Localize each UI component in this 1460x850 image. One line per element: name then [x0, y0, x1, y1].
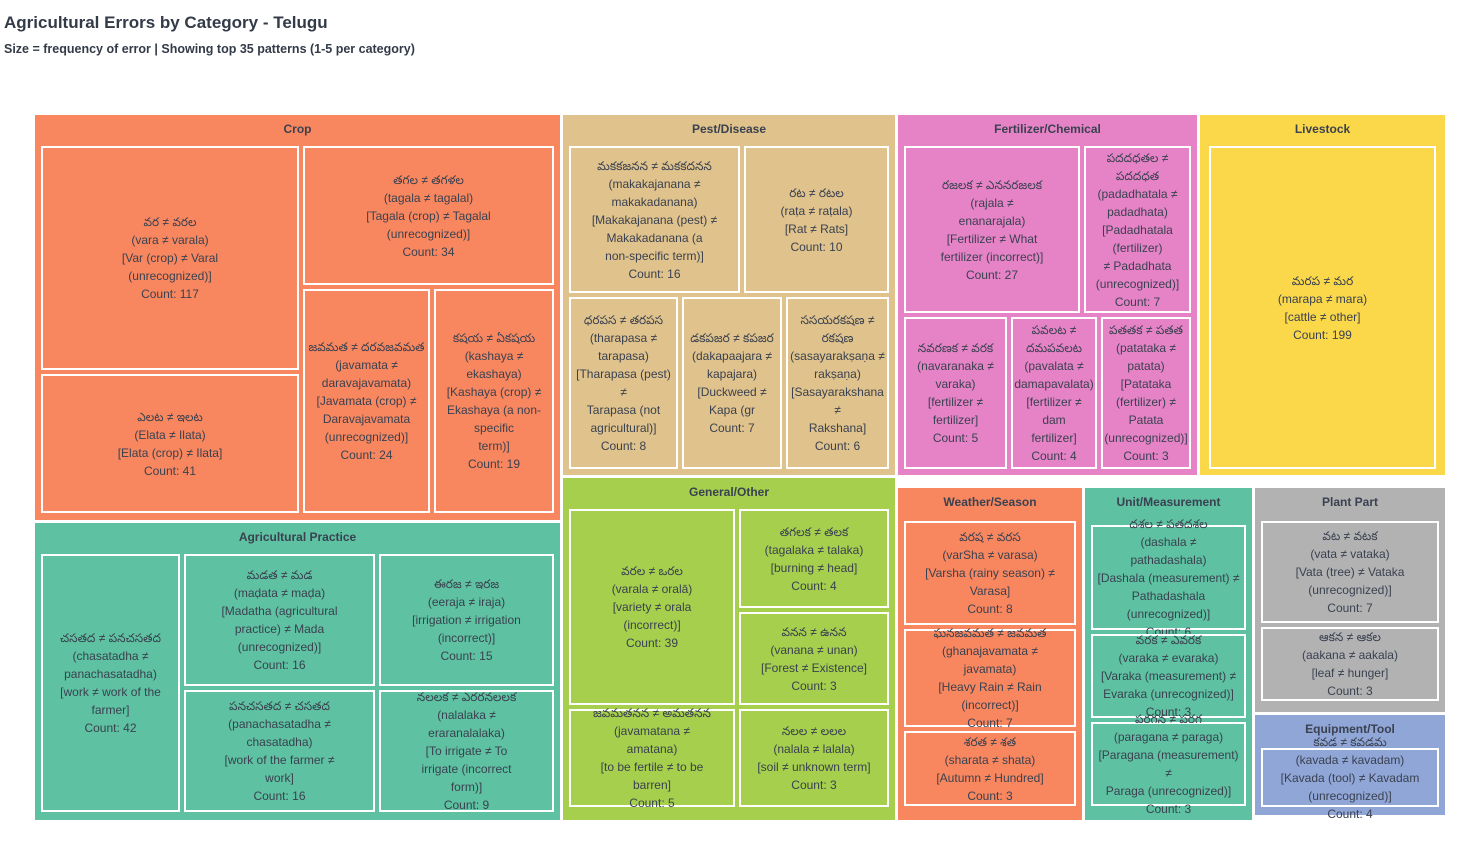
treemap-category-agricultural-practice[interactable]: Agricultural Practice చసతద ≠ పనచసతద (cha… — [35, 523, 560, 820]
tile-agpr-4[interactable]: ఈరజ ≠ ఇరజ (eeraja ≠ iraja) [irrigation ≠… — [379, 554, 554, 686]
category-label-equipment-tool[interactable]: Equipment/Tool — [1305, 722, 1395, 736]
tile-weat-3[interactable]: శరత ≠ శత (sharata ≠ shata) [Autumn ≠ Hun… — [904, 731, 1076, 806]
tile-gen-5[interactable]: నలల ≠ లలల (nalala ≠ lalala) [soil ≠ unkn… — [739, 709, 889, 807]
tile-pest-1[interactable]: మకకజనన ≠ మకకదనన (makakajanana ≠ makakada… — [569, 146, 740, 293]
tile-fert-4[interactable]: పవలట ≠ దమపవలట (pavalata ≠ damapavalata) … — [1011, 317, 1097, 469]
tile-pest-5[interactable]: ససయరకషణ ≠ రకషణ (sasayarakṣaṇa ≠ rakṣaṇa)… — [786, 297, 889, 469]
treemap-category-equipment-tool[interactable]: Equipment/Tool కవడ ≠ కవడమ (kavada ≠ kava… — [1255, 715, 1445, 821]
tile-unit-2[interactable]: వరక ≠ ఎవరక (varaka ≠ evaraka) [Varaka (m… — [1091, 633, 1246, 719]
tile-equip-1[interactable]: కవడ ≠ కవడమ (kavada ≠ kavadam) [Kavada (t… — [1261, 735, 1439, 821]
category-label-general-other[interactable]: General/Other — [688, 485, 770, 499]
category-label-pest-disease[interactable]: Pest/Disease — [691, 122, 767, 136]
tile-gen-1[interactable]: వరల ≠ ఒరల (varala ≠ oralā) [variety ≠ or… — [569, 509, 735, 705]
treemap-category-plant-part[interactable]: Plant Part వట ≠ వటక (vata ≠ vataka) [Vat… — [1255, 488, 1445, 712]
tile-gen-2[interactable]: తగలక ≠ తలక (tagalaka ≠ talaka) [burning … — [739, 509, 889, 608]
tile-agpr-5[interactable]: నలలక ≠ ఎరరనలలక (nalalaka ≠ eraranalalaka… — [379, 690, 554, 812]
category-label-crop[interactable]: Crop — [283, 122, 312, 136]
tile-unit-3[interactable]: పరగన ≠ పరగ (paragana ≠ paraga) [Paragana… — [1091, 712, 1246, 816]
tile-gen-3[interactable]: వనన ≠ ఉనన (vanana ≠ unan) [Forest ≠ Exis… — [739, 612, 889, 705]
tile-weat-1[interactable]: వరష ≠ వరస (varSha ≠ varasa) [Varsha (rai… — [904, 521, 1076, 625]
treemap-category-weather-season[interactable]: Weather/Season వరష ≠ వరస (varSha ≠ varas… — [898, 488, 1082, 820]
tile-pest-4[interactable]: డకపజర ≠ కపజర (dakapaajara ≠ kapajara) [D… — [682, 297, 782, 469]
tile-fert-3[interactable]: నవరణక ≠ వరక (navaranaka ≠ varaka) [ferti… — [904, 317, 1007, 469]
tile-fert-5[interactable]: పతతక ≠ పతత (patataka ≠ patata) [Patataka… — [1101, 317, 1191, 469]
category-label-unit-measurement[interactable]: Unit/Measurement — [1116, 495, 1221, 509]
tile-crop-1[interactable]: వర ≠ వరల (vara ≠ varala) [Var (crop) ≠ V… — [41, 146, 299, 370]
treemap-category-fertilizer-chemical[interactable]: Fertilizer/Chemical రజలక ≠ ఎననరజలక (raja… — [898, 115, 1197, 475]
tile-plant-2[interactable]: ఆకన ≠ ఆకల (aakana ≠ aakala) [leaf ≠ hung… — [1261, 627, 1439, 701]
tile-agpr-1[interactable]: చసతద ≠ పనచసతద (chasatadha ≠ panachasatad… — [41, 554, 180, 812]
tile-crop-2[interactable]: తగల ≠ తగళల (tagala ≠ tagalal) [Tagala (c… — [303, 146, 554, 285]
chart-title: Agricultural Errors by Category - Telugu — [4, 13, 328, 32]
treemap-category-livestock[interactable]: Livestock మరప ≠ మర (marapa ≠ mara) [catt… — [1200, 115, 1445, 475]
tile-fert-2[interactable]: పదదధతల ≠ పదదధత (padadhatala ≠ padadhata)… — [1084, 146, 1191, 313]
tile-gen-4[interactable]: జవమతనన ≠ అమతనన (javamatana ≠ amatana) [t… — [569, 706, 735, 810]
tile-weat-2[interactable]: ఘనజవమత ≠ జవమత (ghanajavamata ≠ javamata)… — [904, 626, 1076, 730]
chart-subtitle: Size = frequency of error | Showing top … — [4, 42, 415, 56]
tile-agpr-3[interactable]: పనచసతద ≠ చసతద (panachasatadha ≠ chasatad… — [184, 690, 375, 812]
category-label-fertilizer-chemical[interactable]: Fertilizer/Chemical — [994, 122, 1101, 136]
tile-pest-2[interactable]: రట ≠ రటల (raṭa ≠ raṭala) [Rat ≠ Rats] Co… — [744, 146, 889, 293]
tile-plant-1[interactable]: వట ≠ వటక (vata ≠ vataka) [Vata (tree) ≠ … — [1261, 521, 1439, 623]
category-label-livestock[interactable]: Livestock — [1294, 122, 1351, 136]
tile-pest-3[interactable]: ధరపస ≠ తరపస (tharapasa ≠ tarapasa) [Thar… — [569, 297, 678, 469]
tile-unit-1[interactable]: దశల ≠ పతదశల (dashala ≠ pathadashala) [Da… — [1091, 517, 1246, 639]
treemap-category-pest-disease[interactable]: Pest/Disease మకకజనన ≠ మకకదనన (makakajana… — [563, 115, 895, 475]
tile-fert-1[interactable]: రజలక ≠ ఎననరజలక (rajala ≠ enanarajala) [F… — [904, 146, 1080, 313]
tile-livestock-1[interactable]: మరప ≠ మర (marapa ≠ mara) [cattle ≠ other… — [1209, 146, 1436, 469]
category-label-weather-season[interactable]: Weather/Season — [943, 495, 1037, 509]
tile-crop-5[interactable]: ఎలట ≠ ఇలట (Elata ≠ Ilata) [Elata (crop) … — [41, 374, 299, 513]
tile-agpr-2[interactable]: మడత ≠ మడ (maḍata ≠ maḍa) [Madatha (agric… — [184, 554, 375, 686]
treemap-category-unit-measurement[interactable]: Unit/Measurement దశల ≠ పతదశల (dashala ≠ … — [1085, 488, 1252, 820]
tile-crop-4[interactable]: కషయ ≠ ఏకషయ (kashaya ≠ ekashaya) [Kashaya… — [434, 289, 554, 513]
category-label-agricultural-practice[interactable]: Agricultural Practice — [238, 530, 357, 544]
tile-crop-3[interactable]: జవమత ≠ దరవజవమత (javamata ≠ daravajavamat… — [303, 289, 430, 513]
treemap-category-crop[interactable]: Crop వర ≠ వరల (vara ≠ varala) [Var (crop… — [35, 115, 560, 520]
treemap-category-general-other[interactable]: General/Other వరల ≠ ఒరల (varala ≠ oralā)… — [563, 478, 895, 820]
category-label-plant-part[interactable]: Plant Part — [1321, 495, 1378, 509]
